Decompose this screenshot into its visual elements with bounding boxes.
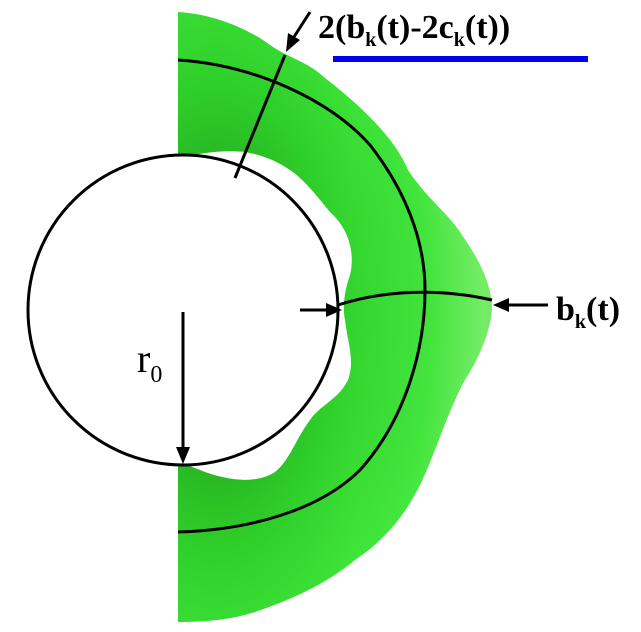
top-label-mid: (t)-2c [376,9,453,46]
radius-label-sub: 0 [150,362,162,388]
top-label-end: (t)) [465,9,510,46]
radius-arrow-head [176,447,190,464]
mid-surface-curve [177,58,427,534]
right-label-sub: k [575,311,587,333]
top-thickness-line [233,54,287,179]
top-arrow-line [290,11,312,41]
radius-label-main: r [137,336,150,381]
thickness-arc [337,290,493,307]
right-thickness-label: bk(t) [556,291,620,333]
top-label-sub1: k [365,29,377,51]
right-label-main: b [556,291,575,328]
top-thickness-label: 2(bk(t)-2ck(t)) [318,9,510,51]
right-label-end: (t) [586,291,620,328]
top-label-main: 2(b [318,9,365,46]
top-label-sub2: k [454,29,466,51]
right-arrow-head [493,298,509,312]
left-arrow-head [326,303,342,317]
shell-shading [178,12,492,622]
top-arrow-head [286,33,300,52]
radius-label: r0 [137,336,162,388]
blue-underline [333,56,588,62]
